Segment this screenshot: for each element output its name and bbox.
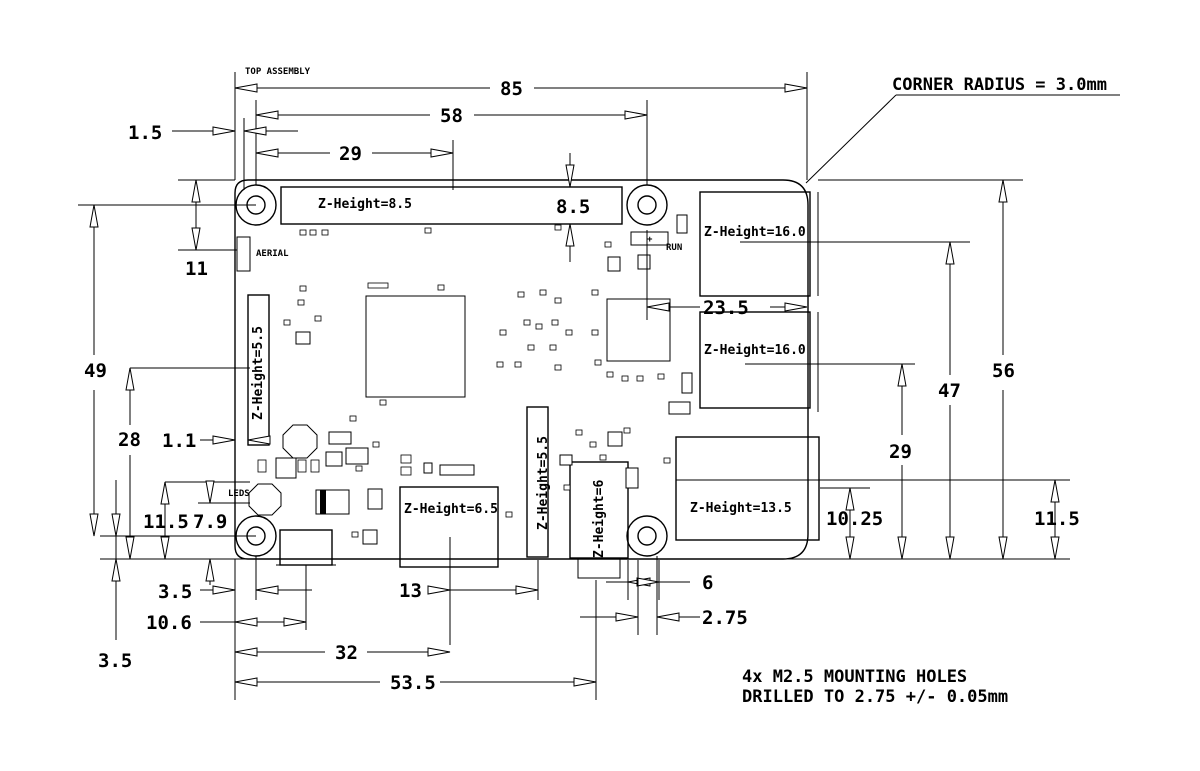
audio-z-height-label: Z-Height=6 — [592, 480, 607, 558]
mounting-hole-top-right — [626, 184, 668, 226]
dim-53-5: 53.5 — [390, 672, 436, 694]
dim-56: 56 — [992, 360, 1015, 382]
usb-upper-z-height-label: Z-Height=16.0 — [704, 225, 806, 240]
display-z-height-label: Z-Height=5.5 — [251, 326, 266, 420]
gpio-height-dim-label: 8.5 — [556, 196, 590, 218]
dim-6: 6 — [702, 572, 713, 594]
dim-29-right: 29 — [889, 441, 912, 463]
notes: CORNER RADIUS = 3.0mm 4x M2.5 MOUNTING H… — [742, 75, 1107, 707]
ethernet-port: Z-Height=13.5 — [675, 436, 820, 541]
dim-10-6: 10.6 — [146, 612, 192, 634]
hdmi-z-height-label: Z-Height=6.5 — [404, 502, 498, 517]
dim-32: 32 — [335, 642, 358, 664]
dim-3-5-b: 3.5 — [98, 650, 132, 672]
dimension-labels: TOP ASSEMBLY 85 58 29 1.5 11 49 28 1.1 1… — [84, 67, 1080, 694]
dim-11-5-right: 11.5 — [1034, 508, 1080, 530]
dim-1-1: 1.1 — [162, 430, 196, 452]
dim-58: 58 — [440, 105, 463, 127]
dim-11-5-left: 11.5 — [143, 511, 189, 533]
usb-port-lower: Z-Height=16.0 — [699, 311, 811, 409]
dim-13: 13 — [399, 580, 422, 602]
mounting-holes-note-line2: DRILLED TO 2.75 +/- 0.05mm — [742, 687, 1008, 707]
mounting-holes-note-line1: 4x M2.5 MOUNTING HOLES — [742, 667, 967, 687]
dim-85: 85 — [500, 78, 523, 100]
audio-jack-zone: Z-Height=6 — [569, 461, 629, 579]
svg-text:+: + — [647, 235, 653, 245]
mounting-hole-bottom-right — [626, 515, 668, 557]
board-components: + RUN AERIAL LEDS — [228, 214, 693, 545]
dim-11: 11 — [185, 258, 208, 280]
dim-3-5-a: 3.5 — [158, 581, 192, 603]
usb-lower-z-height-label: Z-Height=16.0 — [704, 343, 806, 358]
aerial-label: AERIAL — [256, 249, 289, 259]
dim-10-25: 10.25 — [826, 508, 883, 530]
leds-label: LEDS — [228, 489, 250, 499]
dim-23-5: 23.5 — [703, 297, 749, 319]
display-connector-zone: Z-Height=5.5 — [247, 294, 270, 446]
run-label: RUN — [666, 243, 682, 253]
gpio-z-height-label: Z-Height=8.5 — [318, 197, 412, 212]
gpio-header-zone: Z-Height=8.5 8.5 — [280, 186, 623, 225]
dim-1-5: 1.5 — [128, 122, 162, 144]
top-assembly-label: TOP ASSEMBLY — [245, 67, 311, 77]
ethernet-z-height-label: Z-Height=13.5 — [690, 501, 792, 516]
corner-radius-note: CORNER RADIUS = 3.0mm — [892, 75, 1107, 95]
usb-port-upper: Z-Height=16.0 — [699, 191, 811, 297]
dim-47: 47 — [938, 380, 961, 402]
camera-z-height-label: Z-Height=5.5 — [536, 436, 551, 530]
dim-2-75: 2.75 — [702, 607, 748, 629]
dimension-lines — [78, 72, 1120, 700]
hdmi-connector-zone: Z-Height=6.5 — [399, 486, 499, 568]
dim-49: 49 — [84, 360, 107, 382]
camera-connector-zone: Z-Height=5.5 — [526, 406, 551, 558]
dim-28: 28 — [118, 429, 141, 451]
dim-7-9: 7.9 — [193, 511, 227, 533]
power-connector — [276, 529, 336, 566]
dim-29-gpio: 29 — [339, 143, 362, 165]
